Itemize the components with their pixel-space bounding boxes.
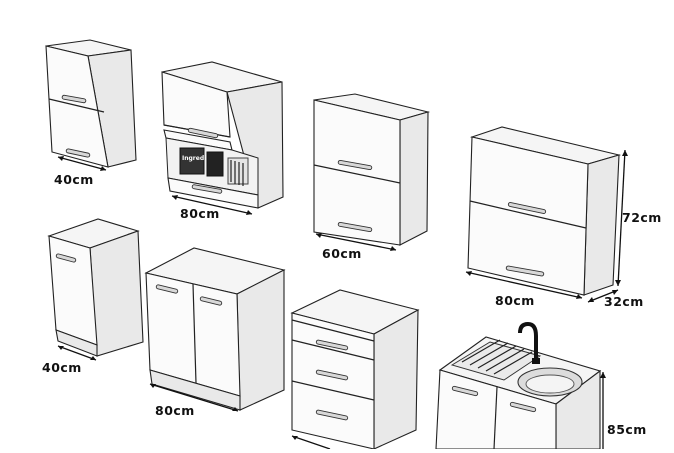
base-cabinet-80: [144, 247, 286, 411]
dimension-label-base-40: 40cm: [42, 360, 82, 375]
dimension-label-upper-40: 40cm: [54, 172, 94, 187]
dim-line-72-height: [615, 149, 628, 287]
dimension-label-depth-32: 32cm: [604, 294, 644, 309]
faucet-icon: [518, 321, 540, 364]
dimension-label-upper-60: 60cm: [322, 246, 362, 261]
dim-line-32-depth: [587, 289, 619, 303]
dimension-label-upper-80-large: 80cm: [495, 293, 535, 308]
upper-cabinet-60: [313, 93, 431, 246]
dimension-label-base-80: 80cm: [155, 403, 195, 418]
dim-line-60: [315, 233, 397, 251]
dim-line-80-large: [465, 271, 583, 299]
dim-line-85-height: [600, 372, 606, 449]
sink-bowl: [517, 367, 583, 397]
dim-line-80-base: [149, 383, 239, 412]
upper-cabinet-80-open: Ingredi: [161, 61, 284, 209]
dim-line-40-upper: [57, 156, 107, 171]
drawer-cabinet: [290, 289, 420, 450]
sink-drainer: [450, 339, 542, 381]
dimension-label-height-72: 72cm: [622, 210, 662, 225]
dim-line-drawer: [291, 435, 331, 450]
svg-text:Ingredi: Ingredi: [182, 155, 206, 162]
dimension-label-upper-80-open: 80cm: [180, 206, 220, 221]
dim-line-40-base: [57, 345, 97, 361]
dim-line-80-upper: [171, 195, 253, 215]
dimension-label-height-85: 85cm: [607, 422, 647, 437]
base-cabinet-40: [47, 218, 144, 357]
upper-cabinet-80-large: [467, 126, 622, 296]
upper-cabinet-40: [45, 39, 137, 168]
